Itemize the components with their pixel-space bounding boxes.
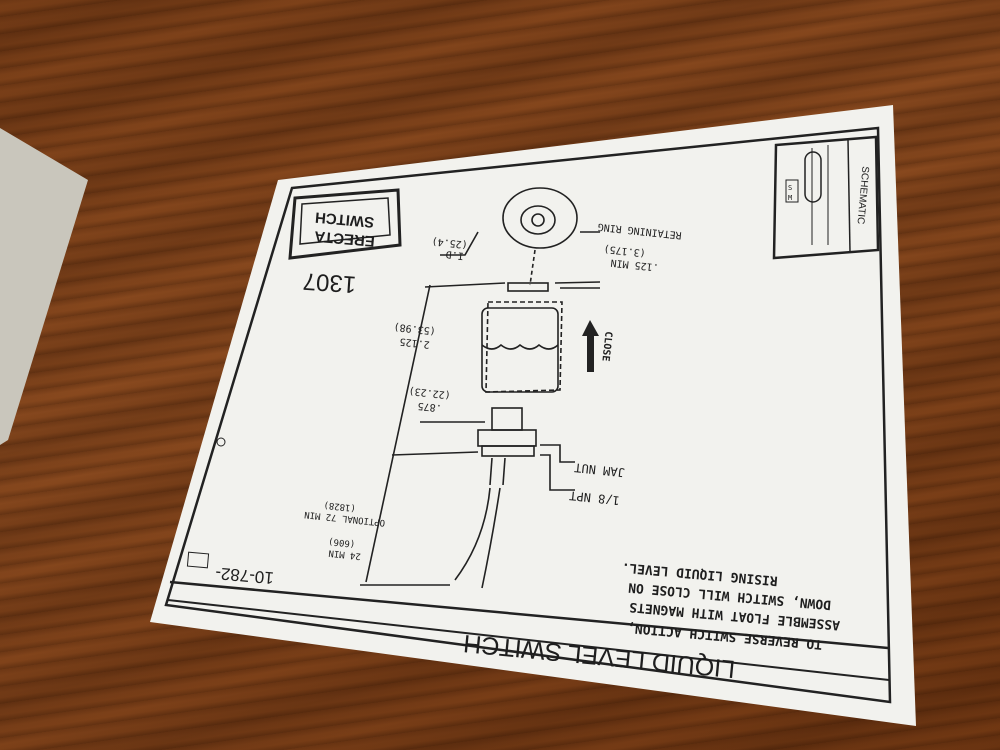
svg-text:S: S (788, 184, 792, 192)
close-label: CLOSE (599, 331, 613, 362)
erecta-switch-logo: SWITCH ERECTA (288, 188, 402, 260)
card-border (164, 126, 892, 704)
schematic-label: SCHEMATIC (854, 166, 870, 225)
title-divider-bottom (167, 599, 890, 681)
dim875-label: .875 (417, 400, 442, 413)
schematic-box: SCHEMATIC S M (772, 135, 880, 260)
npt-label: 1/8 NPT (569, 488, 621, 507)
min24-mm-label: (606) (328, 536, 356, 549)
optional-mm-label: (1828) (323, 499, 356, 512)
card (150, 105, 916, 726)
id-label: I.D (445, 248, 464, 261)
jam-nut-label: JAM NUT (574, 460, 626, 479)
handwritten-number: 1307 (302, 267, 357, 298)
dim875-mm-label: (22.23) (408, 385, 451, 400)
id-mm-label: (25.4) (431, 235, 468, 250)
dim2125-label: 2.125 (399, 335, 430, 349)
dim2125-mm-label: (53.98) (393, 321, 436, 336)
float-switch-drawing (360, 187, 601, 589)
min125-mm-label: (3.175) (603, 243, 646, 258)
svg-text:M: M (788, 194, 792, 202)
svg-text:SWITCH: SWITCH (314, 208, 374, 230)
part-number-box (186, 551, 210, 569)
grey-paper-sheet (0, 128, 88, 445)
close-arrow-icon (582, 320, 599, 372)
svg-text:ERECTA: ERECTA (314, 227, 376, 249)
title-divider-top (169, 580, 889, 650)
min125-label: .125 MIN (610, 256, 659, 272)
registration-mark (216, 437, 226, 447)
min24-label: 24 MIN (328, 547, 361, 560)
